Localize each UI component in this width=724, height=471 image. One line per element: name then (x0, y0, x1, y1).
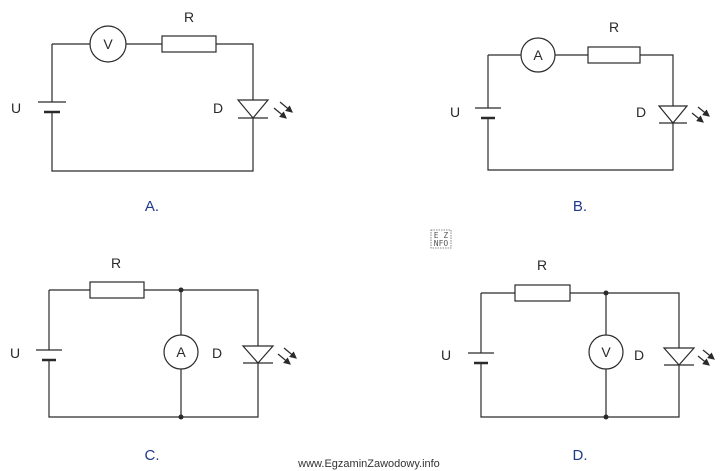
watermark-text: www.EgzaminZawodowy.info (297, 458, 440, 470)
source-label: U (450, 104, 460, 120)
circuit-a: V R D U A. (11, 9, 293, 215)
resistor-label: R (111, 255, 121, 271)
diode-symbol (657, 105, 689, 124)
circuit-c: R A D U C. (10, 255, 297, 464)
option-label-c: C. (145, 447, 160, 464)
option-label-b: B. (573, 198, 587, 215)
voltmeter-label: V (103, 36, 113, 52)
ammeter-symbol (520, 37, 556, 73)
resistor-label: R (184, 9, 194, 25)
light-arrow-icon (279, 101, 293, 113)
option-label-a: A. (145, 198, 159, 215)
light-arrow-icon (273, 107, 287, 119)
voltmeter-symbol (588, 334, 624, 370)
source-label: U (10, 345, 20, 361)
light-arrow-icon (697, 106, 710, 117)
light-arrow-icon (277, 353, 291, 365)
voltmeter-symbol (89, 25, 127, 63)
resistor-symbol (587, 46, 641, 64)
junction-dot (603, 414, 609, 420)
resistor-label: R (537, 257, 547, 273)
logo-line-1: E Z (434, 231, 449, 240)
diode-label: D (212, 345, 222, 361)
light-arrow-icon (283, 347, 297, 359)
junction-dot (178, 414, 184, 420)
source-label: U (441, 347, 451, 363)
logo-line-2: NFO (434, 239, 449, 248)
ammeter-symbol (163, 334, 199, 370)
resistor-symbol (514, 284, 571, 302)
site-logo: E Z NFO (430, 229, 452, 249)
ammeter-label: A (176, 344, 186, 360)
ammeter-label: A (533, 47, 543, 63)
diode-label: D (634, 347, 644, 363)
diode-label: D (636, 104, 646, 120)
junction-dot (178, 287, 184, 293)
voltmeter-label: V (601, 344, 611, 360)
diode-label: D (213, 100, 223, 116)
light-arrow-icon (697, 355, 710, 366)
circuit-d: R V D U D. (441, 257, 715, 464)
diode-symbol (241, 345, 275, 364)
junction-dot (603, 290, 609, 296)
resistor-symbol (161, 35, 217, 53)
diode-symbol (236, 99, 270, 119)
source-label: U (11, 100, 21, 116)
light-arrow-icon (702, 349, 715, 360)
resistor-label: R (609, 19, 619, 35)
resistor-symbol (89, 281, 145, 299)
diode-symbol (662, 347, 696, 366)
light-arrow-icon (691, 112, 704, 123)
circuit-b: A R D U B. (450, 19, 710, 215)
option-label-d: D. (573, 447, 588, 464)
